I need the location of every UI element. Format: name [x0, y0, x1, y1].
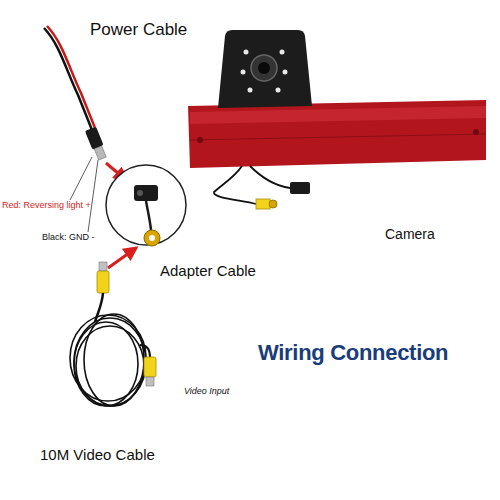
- rca-socket-ring: [269, 200, 277, 208]
- dc-socket-hole: [137, 190, 143, 196]
- ir-led: [276, 88, 281, 93]
- bar-line: [190, 134, 486, 140]
- red-wire: [47, 26, 95, 128]
- adapter-wire: [146, 201, 151, 230]
- cable-label: Power Cable: [90, 20, 187, 40]
- rca-socket: [144, 230, 160, 246]
- ir-led: [280, 50, 285, 55]
- ir-led: [283, 70, 288, 75]
- dc-socket: [134, 185, 158, 201]
- signal-label: Video Input: [184, 386, 229, 396]
- rca-socket-hole: [149, 235, 155, 241]
- video-wire: [140, 345, 150, 357]
- rca-plug: [97, 271, 109, 293]
- red-arrow: [108, 248, 136, 268]
- rca-plug-tip: [99, 262, 107, 271]
- camera-housing: [218, 30, 312, 108]
- camera-wire: [250, 166, 290, 188]
- bar-highlight: [190, 106, 486, 124]
- rca-plug: [144, 357, 156, 377]
- ir-led: [241, 70, 246, 75]
- diagram-title: Wiring Connection: [258, 340, 448, 365]
- part-label: Camera: [385, 226, 435, 242]
- rca-socket: [256, 199, 270, 209]
- leader-line: [88, 160, 98, 232]
- ir-led: [244, 50, 249, 55]
- brake-light-bar: [188, 100, 486, 168]
- plug-tip: [94, 146, 106, 160]
- black-wire: [44, 28, 92, 130]
- camera-lens: [251, 55, 277, 81]
- bar-screw: [473, 129, 479, 135]
- cable-coil: [70, 314, 146, 406]
- ir-led: [248, 88, 253, 93]
- ir-leds: [241, 50, 288, 93]
- cable-label: 10M Video Cable: [40, 446, 155, 463]
- dc-socket: [290, 182, 310, 194]
- leader-line: [70, 157, 92, 200]
- camera-lens-center: [258, 62, 270, 74]
- bar-screw: [197, 137, 203, 143]
- adapter-circle: [106, 165, 186, 245]
- cable-label: Adapter Cable: [160, 262, 256, 279]
- wire-label: Red: Reversing light +: [2, 200, 91, 210]
- wire-label: Black: GND -: [42, 232, 95, 242]
- camera-wire: [214, 166, 256, 204]
- rca-plug-tip: [146, 377, 154, 386]
- dc-plug: [85, 127, 108, 161]
- coil-loop: [70, 315, 146, 401]
